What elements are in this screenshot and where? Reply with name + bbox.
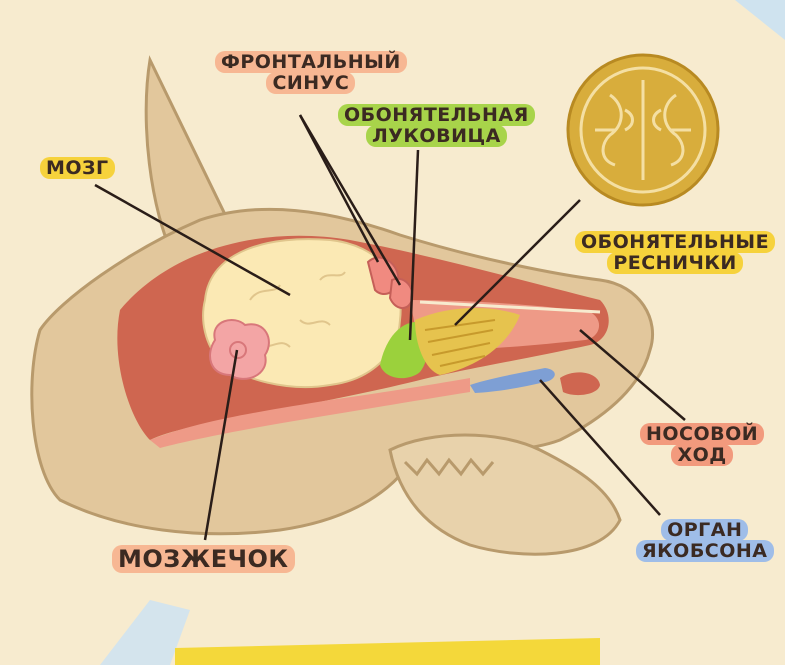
label-cerebellum-text: МОЗЖЕЧОК [112,545,295,573]
label-vomeronasal-organ: ОРГАН ЯКОБСОНА [636,520,774,562]
label-frontal-sinus: ФРОНТАЛЬНЫЙ СИНУС [215,52,407,94]
label-cerebellum: МОЗЖЕЧОК [112,546,295,572]
label-olfactory-bulb-line1: ОБОНЯТЕЛЬНАЯ [338,104,535,126]
tape-top-right [735,0,785,40]
label-vomeronasal-line2: ЯКОБСОНА [636,540,774,562]
label-nasal-passage-line2: ХОД [671,444,732,466]
label-olfactory-bulb-line2: ЛУКОВИЦА [366,125,507,147]
label-brain-text: МОЗГ [40,157,115,179]
label-brain: МОЗГ [40,158,115,179]
label-nasal-passage: НОСОВОЙ ХОД [640,424,764,466]
cerebellum-shape [210,320,269,379]
label-nasal-passage-line1: НОСОВОЙ [640,423,764,445]
label-frontal-sinus-line1: ФРОНТАЛЬНЫЙ [215,51,407,73]
label-olfactory-cilia: ОБОНЯТЕЛЬНЫЕ РЕСНИЧКИ [575,232,775,274]
label-olfactory-cilia-line2: РЕСНИЧКИ [607,252,742,274]
label-olfactory-bulb: ОБОНЯТЕЛЬНАЯ ЛУКОВИЦА [338,105,535,147]
label-frontal-sinus-line2: СИНУС [266,72,355,94]
label-olfactory-cilia-line1: ОБОНЯТЕЛЬНЫЕ [575,231,775,253]
label-vomeronasal-line1: ОРГАН [661,519,748,541]
lower-jaw [390,435,620,554]
yellow-strip [175,638,600,665]
